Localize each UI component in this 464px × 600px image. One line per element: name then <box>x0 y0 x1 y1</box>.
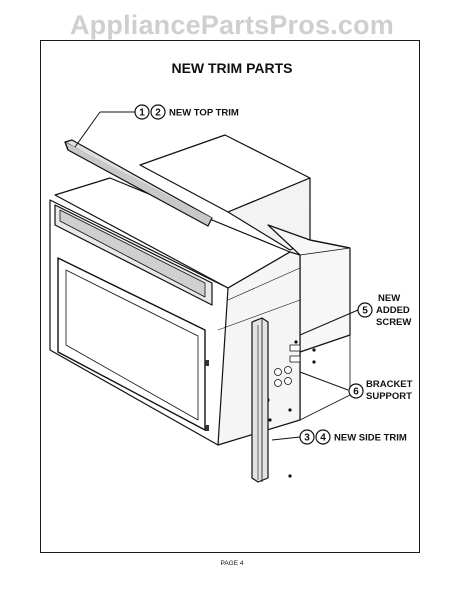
callout-circle-6 <box>348 383 364 399</box>
callout-circle-1 <box>134 104 150 120</box>
callout-circle-4 <box>315 429 331 445</box>
top-trim-label: NEW TOP TRIM <box>169 108 239 119</box>
callout-circle-2 <box>150 104 166 120</box>
bracket-support-label-line-2: SUPPORT <box>366 391 412 402</box>
bracket-support-label-line-1: BRACKET <box>366 379 413 390</box>
page-border <box>40 40 420 553</box>
added-screw-label-line-2: ADDED <box>376 305 410 316</box>
callout-number-2: 2 <box>155 108 161 119</box>
callout-added-screw: 5 NEW ADDED SCREW <box>357 293 411 328</box>
rear-cabinet <box>139 134 351 421</box>
callout-number-4: 4 <box>320 433 326 444</box>
added-screw-label-line-3: SCREW <box>376 317 411 328</box>
leader-lines <box>74 111 359 441</box>
callout-number-1: 1 <box>139 108 145 119</box>
callout-number-5: 5 <box>362 306 368 317</box>
callout-circle-3 <box>299 429 315 445</box>
added-screw-label-line-1: NEW <box>378 293 400 304</box>
callout-side-trim: 3 4 NEW SIDE TRIM <box>299 429 407 445</box>
watermark: AppliancePartsPros.com <box>69 10 394 40</box>
callout-number-6: 6 <box>353 387 359 398</box>
top-trim-part <box>64 139 213 227</box>
side-trim-part <box>251 317 269 483</box>
page-title: NEW TRIM PARTS <box>171 60 293 76</box>
side-details <box>266 340 316 478</box>
callout-number-3: 3 <box>304 433 310 444</box>
callout-top-trim: 1 2 NEW TOP TRIM <box>134 104 239 120</box>
callout-circle-5 <box>357 302 373 318</box>
side-trim-label: NEW SIDE TRIM <box>334 433 407 444</box>
page-number: PAGE 4 <box>220 560 244 567</box>
callout-bracket-support: 6 BRACKET SUPPORT <box>348 379 413 402</box>
oven-body <box>49 177 301 446</box>
